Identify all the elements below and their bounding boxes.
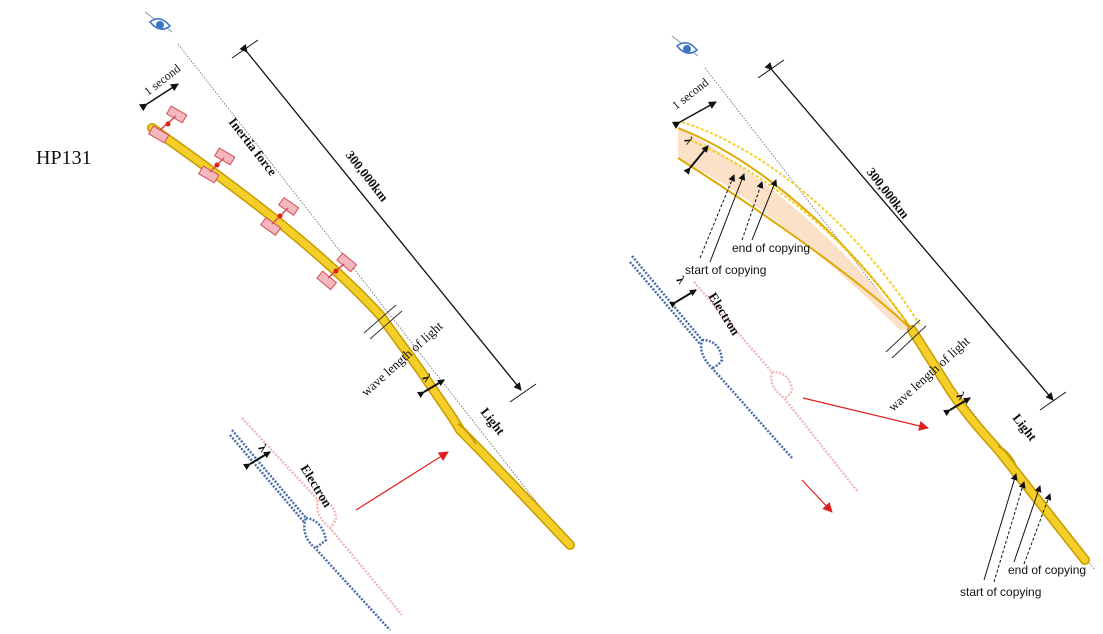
lambda-arrow-electron-right <box>669 289 697 309</box>
end-of-copying-upper: end of copying <box>732 241 810 255</box>
electron-ghost-right <box>693 281 859 493</box>
electron-ghost-left <box>241 417 403 616</box>
copying-arrows-lower <box>983 473 1052 583</box>
distance-tick-bottom-right <box>1039 391 1067 411</box>
one-second-arrow-right <box>671 101 717 129</box>
right-panel: 1 second 300,000km λ end of copying star… <box>629 35 1096 599</box>
red-arrow-left <box>355 451 449 511</box>
start-of-copying-lower: start of copying <box>960 585 1041 599</box>
eye-icon <box>144 11 173 33</box>
inertia-force-label: Inertia force <box>226 115 281 179</box>
one-second-label-right: 1 second <box>669 75 711 112</box>
distance-tick-bottom-left <box>509 383 537 403</box>
red-arrow-right-small <box>801 479 833 513</box>
beam-bump-right <box>997 445 1017 467</box>
distance-tick-top-left <box>231 39 259 59</box>
page-label: HP131 <box>36 147 92 169</box>
electron-blue-right <box>629 255 793 459</box>
lambda-arrow-electron-left <box>243 451 271 471</box>
lambda-arrow-light-right <box>943 397 971 417</box>
lambda-arrow-left <box>417 379 445 399</box>
distance-label-left: 300,000km <box>343 148 392 205</box>
distance-arrow-right <box>764 62 1054 401</box>
eye-icon-right <box>671 35 699 57</box>
distance-arrow-left <box>239 44 522 391</box>
distance-label-right: 300,000km <box>864 165 913 222</box>
beam-bump-left <box>457 423 477 445</box>
lambda-arrow-upper <box>683 145 709 175</box>
light-label-right: Light <box>1010 411 1041 445</box>
lambda-label-electron-right: λ <box>674 273 689 286</box>
distance-tick-top-right <box>757 59 785 79</box>
copying-arrows-upper <box>699 173 778 263</box>
electron-label-left: Electron <box>297 462 335 511</box>
start-of-copying-upper: start of copying <box>685 263 766 277</box>
electron-blue-left <box>229 429 391 631</box>
red-arrow-right <box>802 397 929 431</box>
one-second-label-left: 1 second <box>141 61 183 98</box>
one-second-arrow-left <box>138 83 179 112</box>
end-of-copying-lower: end of copying <box>1008 563 1086 577</box>
left-panel: 1 second 300,000km Inertia force wave le… <box>138 11 575 631</box>
electron-label-right: Electron <box>705 290 743 339</box>
light-label-left: Light <box>478 405 509 439</box>
